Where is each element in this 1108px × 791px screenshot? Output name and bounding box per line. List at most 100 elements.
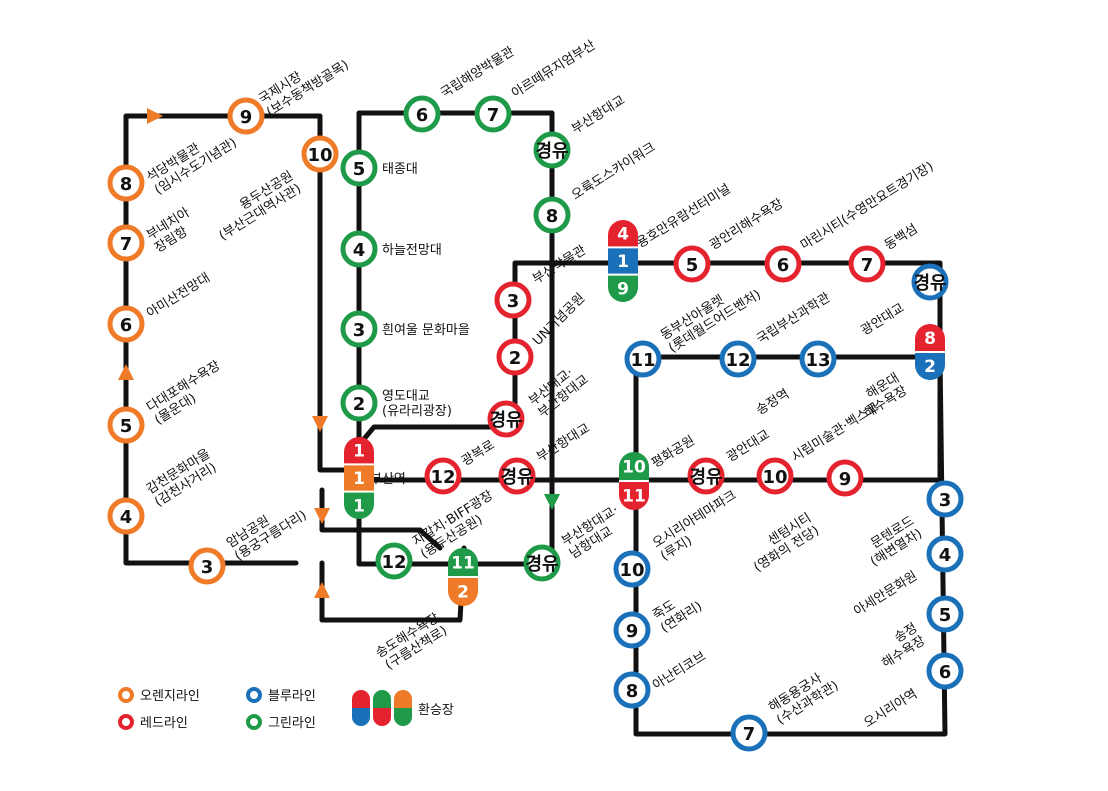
station-number: 9 [626,621,639,642]
station-number: 9 [240,107,253,128]
station-o7[interactable]: 7 [107,224,145,262]
station-number: 경유 [913,273,946,294]
station-b12[interactable]: 12 [719,340,757,378]
green-ring-icon [246,713,262,730]
station-r12[interactable]: 12 [424,457,462,495]
transfer-t-haeundae[interactable]: 82 [915,324,945,381]
station-g2[interactable]: 2 [340,384,378,422]
station-rv2[interactable]: 경유 [498,457,536,495]
transfer-number: 11 [622,487,646,507]
transfer-number: 11 [451,554,475,574]
station-g4[interactable]: 4 [340,230,378,268]
station-label-gv1: 부산항대교 [569,93,628,137]
station-o10[interactable]: 10 [301,135,339,173]
station-number: 경유 [535,141,568,162]
station-rv3[interactable]: 경유 [687,457,725,495]
station-r10[interactable]: 10 [756,457,794,495]
direction-arrow-icon [312,416,328,432]
station-label-b4: 아세안문화원 [851,569,920,620]
station-label-o10: 용두산공원(부산근대역사관) [209,169,305,244]
station-g5[interactable]: 5 [340,149,378,187]
station-b11[interactable]: 11 [624,340,662,378]
station-label-o3: 암남공원(용궁구름다리) [224,495,309,564]
station-o6[interactable]: 6 [107,305,145,343]
station-number: 5 [939,605,952,626]
direction-arrow-icon [314,582,330,598]
station-number: 7 [120,234,133,255]
station-g8[interactable]: 8 [533,196,571,234]
station-number: 6 [120,315,133,336]
station-number: 7 [487,105,500,126]
station-g3[interactable]: 3 [340,310,378,348]
station-number: 5 [686,255,699,276]
transfer-label-t-pyeonghwa: 평화공원 [649,433,698,471]
station-g7[interactable]: 7 [474,95,512,133]
station-r3[interactable]: 3 [494,281,532,319]
station-label-rv1: 부산대교·부산항대교 [526,360,592,420]
station-label-o4: 감천문화마을(감천사거리) [144,447,221,510]
station-number: 2 [353,394,366,415]
station-number: 6 [939,662,952,683]
legend-red-label: 레드라인 [140,716,188,731]
station-number: 10 [307,145,332,166]
direction-arrow-icon [118,364,134,380]
station-number: 9 [839,469,852,490]
station-gv1[interactable]: 경유 [533,131,571,169]
legend-red: 레드라인 [118,712,188,731]
station-g6[interactable]: 6 [403,95,441,133]
station-label-g2: 영도대교(유라리광장) [382,389,452,419]
station-label-r12: 광복로 [459,438,497,470]
transfer-number: 1 [353,496,365,516]
station-label-rv3: 광안대교 [724,427,773,465]
station-label-o8: 석당박물관(임시수도기념관) [144,123,240,198]
station-b8[interactable]: 8 [613,671,651,709]
station-o5[interactable]: 5 [107,406,145,444]
station-b10[interactable]: 10 [613,550,651,588]
station-number: 7 [743,724,756,745]
transfer-t-songdo[interactable]: 112 [448,548,478,607]
transfer-t-yonghoman[interactable]: 419 [608,220,638,303]
station-r5[interactable]: 5 [673,245,711,283]
direction-arrows [118,108,560,598]
station-b7[interactable]: 7 [730,714,768,752]
station-r6[interactable]: 6 [764,245,802,283]
legend-orange: 오렌지라인 [118,685,200,704]
station-b4[interactable]: 4 [926,535,964,573]
station-r9[interactable]: 9 [826,459,864,497]
station-b3[interactable]: 3 [926,480,964,518]
station-number: 7 [861,255,874,276]
station-label-g6: 국립해양박물관 [438,44,517,101]
station-number: 12 [381,552,406,573]
station-label-g3: 흰여울 문화마을 [382,323,470,338]
station-b5[interactable]: 5 [926,595,964,633]
station-b6[interactable]: 6 [926,652,964,690]
station-o3[interactable]: 3 [188,547,226,585]
station-r7[interactable]: 7 [848,245,886,283]
station-label-b6: 오시리아역 [861,687,920,731]
station-bv[interactable]: 경유 [911,263,949,301]
station-number: 4 [120,507,133,528]
station-number: 12 [430,467,455,488]
station-number: 5 [353,159,366,180]
green-route [356,110,555,567]
station-g12[interactable]: 12 [375,542,413,580]
station-o8[interactable]: 8 [107,164,145,202]
orange-ring-icon [118,686,134,703]
station-r2[interactable]: 2 [496,338,534,376]
station-label-bv: 광안대교 [859,301,908,339]
transfer-number: 1 [617,252,629,272]
station-o9[interactable]: 9 [227,97,265,135]
station-o4[interactable]: 4 [107,497,145,535]
station-b13[interactable]: 13 [799,340,837,378]
station-b9[interactable]: 9 [613,611,651,649]
legend-transfer-label: 환승장 [418,702,454,718]
station-rv1[interactable]: 경유 [487,400,525,438]
transfer-t-busan[interactable]: 111 [344,437,374,520]
transfer-number: 1 [353,442,365,462]
transfer-pills-icon [352,690,412,726]
station-gv2[interactable]: 경유 [523,544,561,582]
station-label-b8: 아난티코브 [650,649,709,693]
